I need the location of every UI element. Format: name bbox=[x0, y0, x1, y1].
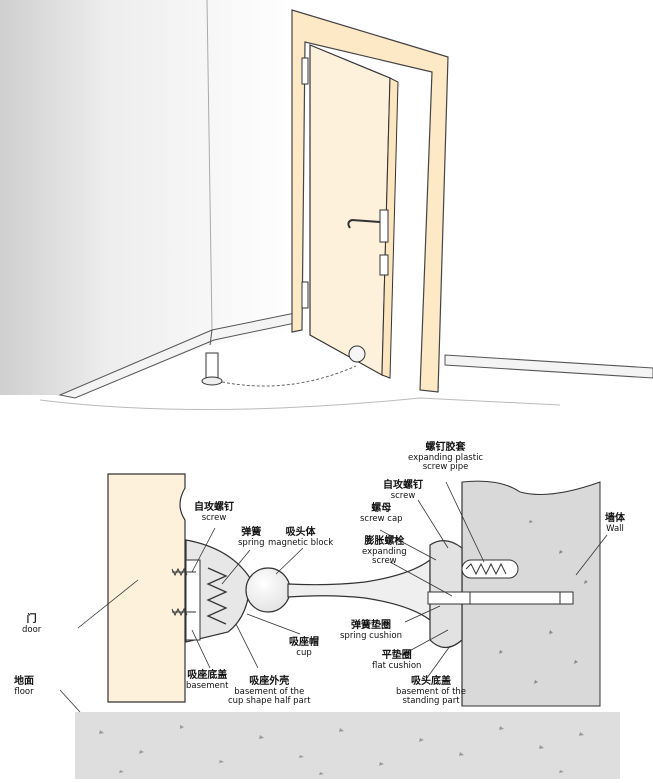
door-section bbox=[107, 473, 186, 703]
baseboard-right bbox=[444, 354, 653, 379]
room-perspective bbox=[0, 0, 653, 410]
magnetic-block-ball bbox=[245, 567, 291, 613]
stopper-rod bbox=[287, 558, 431, 622]
door-frame bbox=[291, 9, 449, 393]
lock-cylinder bbox=[379, 254, 389, 276]
floor-line bbox=[39, 397, 561, 410]
door-stopper-ball-icon bbox=[348, 345, 366, 363]
cross-section bbox=[59, 473, 620, 779]
expanding-screw-bolt bbox=[427, 591, 574, 605]
expanding-pipe bbox=[461, 559, 519, 579]
hinge-bottom-icon bbox=[301, 281, 309, 309]
basement-plate bbox=[185, 559, 201, 641]
door-edge bbox=[381, 77, 399, 379]
leader-lines bbox=[59, 481, 608, 713]
spring-icon bbox=[206, 567, 228, 625]
floor-speckles bbox=[99, 725, 584, 775]
wall-screw-thread bbox=[465, 562, 507, 576]
door-handle-icon bbox=[347, 218, 381, 229]
wall-corner-line bbox=[206, 0, 213, 331]
stopper-base-icon bbox=[205, 352, 219, 380]
floor-slab bbox=[75, 712, 620, 779]
door-leaf bbox=[309, 44, 391, 377]
corner-wall-shade bbox=[0, 0, 300, 395]
door-swing-arc bbox=[221, 365, 357, 387]
hinge-top-icon bbox=[301, 57, 309, 85]
lock-plate bbox=[379, 209, 389, 243]
